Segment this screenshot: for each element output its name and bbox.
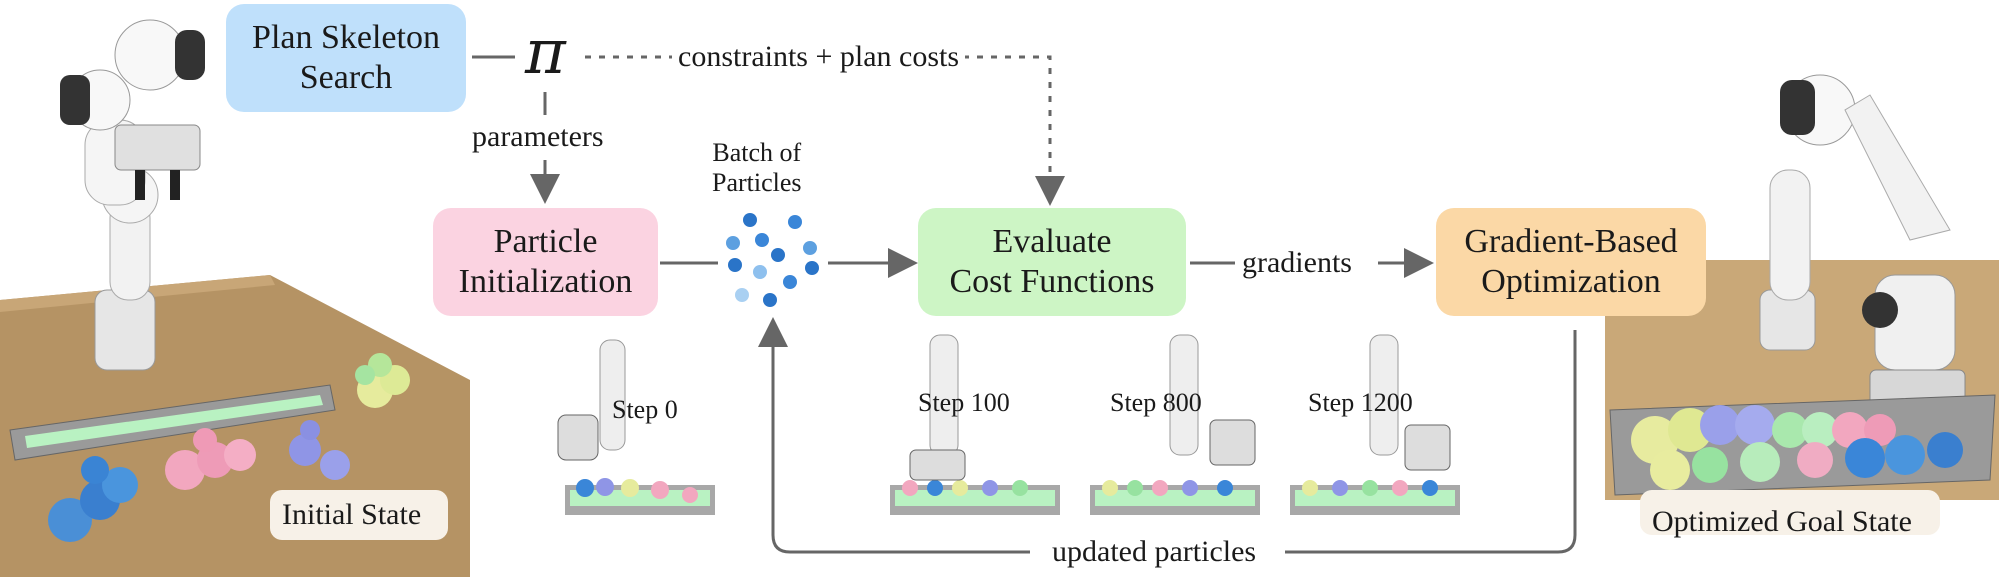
gradient-based-optimization-box: Gradient-Based Optimization [1436, 208, 1706, 316]
goal-state-label-bg [1640, 490, 1940, 535]
robot-arm-goal-icon [1759, 74, 1966, 411]
robot-arm-initial-icon [60, 19, 205, 371]
plan-skeleton-search-box: Plan Skeleton Search [226, 4, 466, 112]
particle-cloud-icon [726, 213, 819, 307]
evaluate-cost-functions-box: Evaluate Cost Functions [918, 208, 1186, 316]
gradients-label: gradients [1242, 246, 1352, 279]
updated-particles-label: updated particles [1052, 535, 1257, 568]
step-800-label: Step 800 [1110, 388, 1202, 417]
thumbnail-step-100 [890, 334, 1060, 515]
step-100-label: Step 100 [918, 388, 1010, 417]
bead-tray-icon [9, 384, 336, 461]
batch-of-particles-label: Batch of Particles [712, 138, 802, 197]
goal-beads [1631, 405, 1963, 490]
step-0-label: Step 0 [612, 395, 678, 424]
initial-state-label: Initial State [282, 498, 422, 531]
initial-beads [48, 353, 410, 542]
initial-state-scene [0, 19, 470, 577]
parameters-label: parameters [472, 120, 604, 153]
policy-symbol: π [525, 15, 566, 88]
goal-state-scene [1605, 74, 1999, 535]
thumbnail-step-800 [1090, 334, 1260, 515]
thumbnail-step-1200 [1290, 334, 1460, 515]
initial-state-label-bg [270, 490, 448, 540]
step-1200-label: Step 1200 [1308, 388, 1413, 417]
goal-state-label: Optimized Goal State [1652, 505, 1912, 538]
thumbnail-step-0 [557, 339, 715, 515]
particle-initialization-box: Particle Initialization [433, 208, 658, 316]
constraints-label: constraints + plan costs [672, 40, 966, 74]
step-thumbnails [557, 334, 1460, 515]
